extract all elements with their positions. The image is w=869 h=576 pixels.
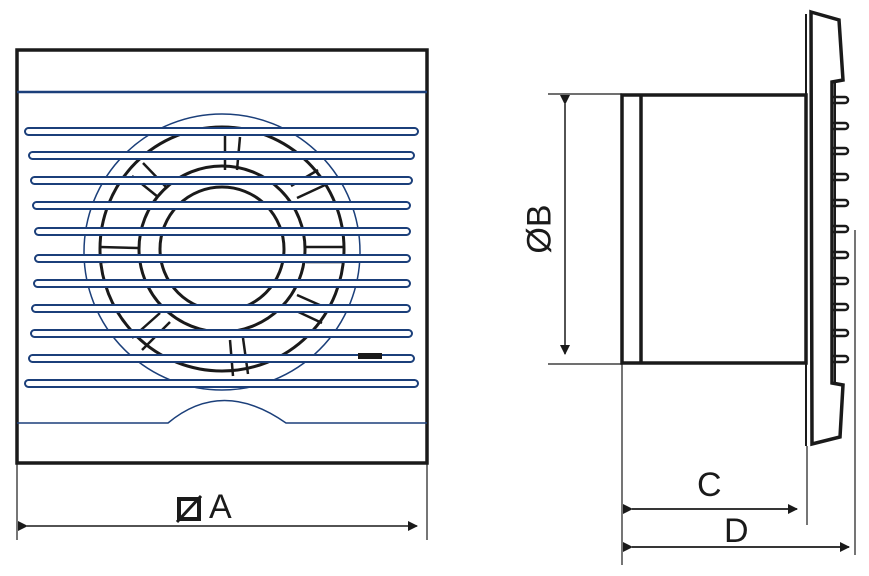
side-view — [548, 9, 856, 565]
dimension-b-label: ØB — [520, 204, 559, 254]
dimension-c-label: C — [697, 466, 722, 504]
bottom-panel-line — [17, 399, 427, 424]
dimension-a-label: A — [209, 488, 232, 526]
switch-indicator — [358, 353, 382, 359]
duct-body — [620, 93, 808, 365]
dimension-d-label: D — [724, 512, 749, 550]
grille-slats — [24, 127, 419, 388]
outer-ring — [83, 113, 361, 391]
square-diameter-icon — [175, 494, 203, 524]
front-view — [15, 48, 429, 540]
grille-slat-profiles — [833, 95, 850, 364]
front-panel-profile — [809, 9, 845, 447]
front-panel-outline — [15, 48, 429, 465]
